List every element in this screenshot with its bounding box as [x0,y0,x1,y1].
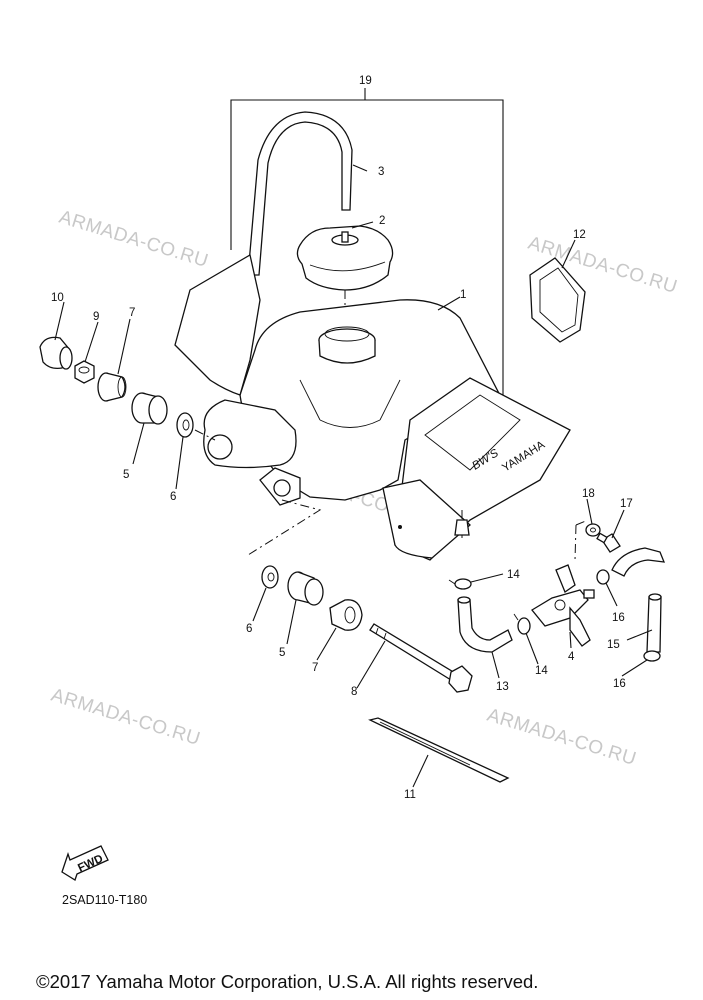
nut [74,360,95,384]
leader [194,429,216,441]
callout-17: 17 [620,498,633,510]
callout-11: 11 [404,789,416,801]
callout-6: 6 [170,491,176,503]
tank-shroud-left [174,253,261,396]
assembly-bracket-19 [230,88,504,395]
hose-clip [513,613,531,635]
callout-16-upper: 16 [612,612,625,624]
hose-clip [448,578,472,590]
diagram-code: 2SAD110-T180 [62,893,147,907]
damper-strip [368,717,510,783]
fuel-line-fitting [454,510,470,540]
hose-clip [643,650,661,662]
rubber-cap [39,336,73,370]
hose-clip [596,569,610,585]
breather-hose [247,111,353,276]
callout-14-lower: 14 [535,665,548,677]
callout-10: 10 [51,292,64,304]
callout-1: 1 [460,289,466,301]
callout-7: 7 [129,307,135,319]
collar [97,372,127,402]
callout-5: 5 [123,469,129,481]
callout-18: 18 [582,488,595,500]
callout-7-lower: 7 [312,662,318,674]
callouts: 19 3 2 1 12 10 9 7 5 6 6 5 7 8 14 14 13 … [51,75,633,801]
callout-19: 19 [359,75,372,87]
callout-4: 4 [568,651,575,663]
callout-6-lower: 6 [246,623,252,635]
callout-16-lower: 16 [613,678,626,690]
watermark: ARMADA-CO.RU [49,685,203,750]
callout-3: 3 [378,166,384,178]
washer [585,523,601,537]
leader [574,524,577,561]
tank-side-cover: BW'S YAMAHA [382,377,571,561]
leader [247,499,322,556]
collar [329,599,363,631]
screw [596,532,621,553]
callout-5-lower: 5 [279,647,285,659]
callout-8: 8 [351,686,357,698]
tank-emblem [529,257,586,343]
callout-9: 9 [93,311,99,323]
callout-15: 15 [607,639,620,651]
leader-lines [54,164,653,788]
callout-12: 12 [573,229,586,241]
copyright-footer: ©2017 Yamaha Motor Corporation, U.S.A. A… [36,971,538,992]
washer [261,565,279,589]
bolt [369,623,473,693]
forward-arrow-icon: FWD [61,845,109,881]
fuel-hose [457,596,513,653]
vent-hose [611,547,666,653]
leader [575,519,589,526]
callout-13: 13 [496,681,509,693]
damper [131,392,168,425]
fuel-cap [296,225,394,291]
callout-14-upper: 14 [507,569,520,581]
callout-2: 2 [379,215,385,227]
fuel-cock [531,564,595,647]
washer [176,412,194,438]
damper [287,571,324,606]
fuel-tank [203,299,506,506]
watermark: ARMADA-CO.RU [485,705,639,770]
watermark: ARMADA-CO.RU [57,207,211,272]
